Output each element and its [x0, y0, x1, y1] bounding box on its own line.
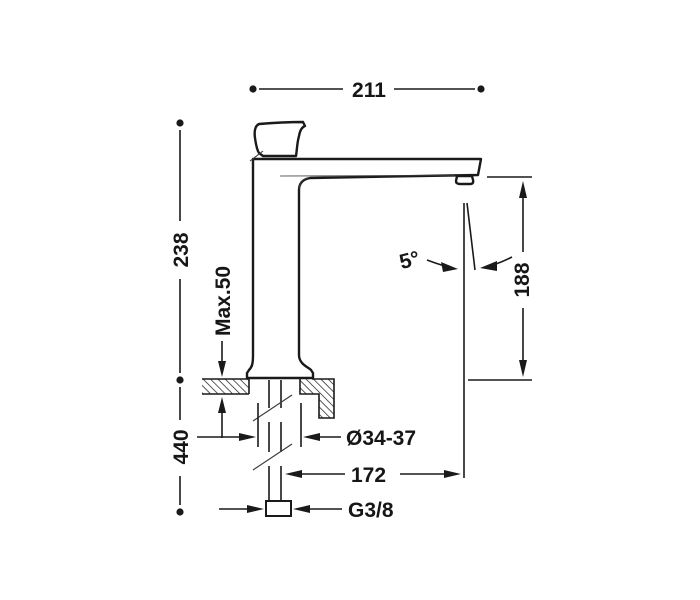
dim-total-height-440: 440 [170, 387, 193, 516]
dim-reach-172: 172 [285, 464, 461, 487]
label-188: 188 [511, 262, 534, 297]
label-238: 238 [170, 232, 193, 267]
label-hole-diameter: Ø34-37 [346, 427, 416, 450]
dim-thread-g38: G3/8 [219, 499, 394, 522]
label-211: 211 [352, 79, 386, 102]
aerator [454, 174, 475, 186]
countertop-section [202, 378, 335, 419]
handle-lever [253, 120, 307, 158]
label-440: 440 [170, 429, 193, 464]
supply-pipe [252, 380, 293, 517]
dim-top-width-211: 211 [249, 79, 485, 102]
label-max50: Max.50 [212, 266, 235, 336]
dim-hole-diameter: Ø34-37 [197, 403, 416, 450]
dim-outlet-height-188: 188 [468, 176, 534, 381]
dim-body-height-238: 238 [170, 119, 193, 384]
g38-connector [265, 500, 292, 517]
label-5deg: 5° [397, 247, 422, 274]
label-g38: G3/8 [348, 499, 394, 522]
dim-max-thickness: Max.50 [212, 266, 235, 438]
label-172: 172 [351, 464, 386, 487]
faucet-body [245, 120, 483, 380]
faucet-outline [245, 157, 483, 380]
